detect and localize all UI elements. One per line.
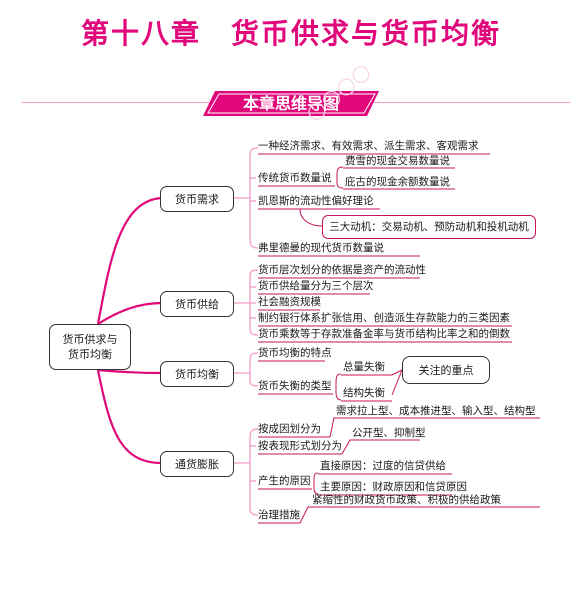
inflation-item-by-cause: 按成因划分为 [258, 423, 321, 435]
demand-item-friedman: 弗里德曼的现代货币数量说 [258, 242, 384, 254]
inflation-item-main-cause: 主要原因：财政原因和信贷原因 [320, 481, 467, 493]
root-node: 货币供求与货币均衡 [49, 324, 131, 370]
banner-shape [203, 91, 379, 116]
page-title: 第十八章 货币供求与货币均衡 [80, 17, 501, 50]
node-equilibrium-label: 货币均衡 [175, 367, 219, 381]
demand-item-fisher: 费雪的现金交易数量说 [345, 155, 450, 167]
demand-motives-box: 三大动机：交易动机、预防动机和投机动机 [322, 215, 536, 239]
equilibrium-item-types: 货币失衡的类型 [258, 380, 332, 392]
inflation-item-cause-types: 需求拉上型、成本推进型、输入型、结构型 [336, 405, 536, 417]
inflation-item-policy: 紧缩性的财政货币政策、积极的供给政策 [312, 494, 501, 506]
inflation-item-form-types: 公开型、抑制型 [352, 427, 426, 439]
supply-item-liquidity: 货币层次划分的依据是资产的流动性 [258, 264, 426, 276]
banner-title: 本章思维导图 [242, 94, 339, 113]
node-supply-label: 货币供给 [175, 297, 219, 311]
node-inflation-label: 通货膨胀 [175, 457, 219, 471]
equilibrium-focus-note: 关注的重点 [418, 363, 474, 377]
inflation-item-measures: 治理措施 [258, 509, 300, 521]
demand-item-motives: 三大动机：交易动机、预防动机和投机动机 [329, 220, 529, 233]
node-demand-label: 货币需求 [175, 192, 219, 206]
supply-item-levels: 货币供给量分为三个层次 [258, 280, 374, 292]
equilibrium-item-total: 总量失衡 [343, 361, 385, 373]
supply-item-factors: 制约银行体系扩张信用、创造派生存款能力的三类因素 [258, 312, 510, 324]
node-demand: 货币需求 [160, 186, 234, 212]
demand-item-nature: 一种经济需求、有效需求、派生需求、客观需求 [258, 140, 479, 152]
node-supply: 货币供给 [160, 291, 234, 317]
demand-item-pigou: 庇古的现金余额数量说 [345, 176, 450, 188]
node-equilibrium: 货币均衡 [160, 361, 234, 387]
inflation-item-causes: 产生的原因 [258, 475, 311, 487]
node-inflation: 通货膨胀 [160, 451, 234, 477]
equilibrium-item-structural: 结构失衡 [343, 387, 385, 399]
equilibrium-item-features: 货币均衡的特点 [258, 347, 332, 359]
supply-item-multiplier: 货币乘数等于存款准备金率与货币结构比率之和的倒数 [258, 328, 510, 340]
demand-item-traditional: 传统货币数量说 [258, 172, 332, 184]
demand-item-keynes: 凯恩斯的流动性偏好理论 [258, 195, 374, 207]
equilibrium-focus-box: 关注的重点 [402, 356, 490, 384]
inflation-item-direct-cause: 直接原因：过度的信贷供给 [320, 460, 446, 472]
inflation-item-by-form: 按表现形式划分为 [258, 440, 342, 452]
supply-item-financing: 社会融资规模 [258, 296, 321, 308]
root-label: 货币供求与货币均衡 [62, 333, 118, 361]
